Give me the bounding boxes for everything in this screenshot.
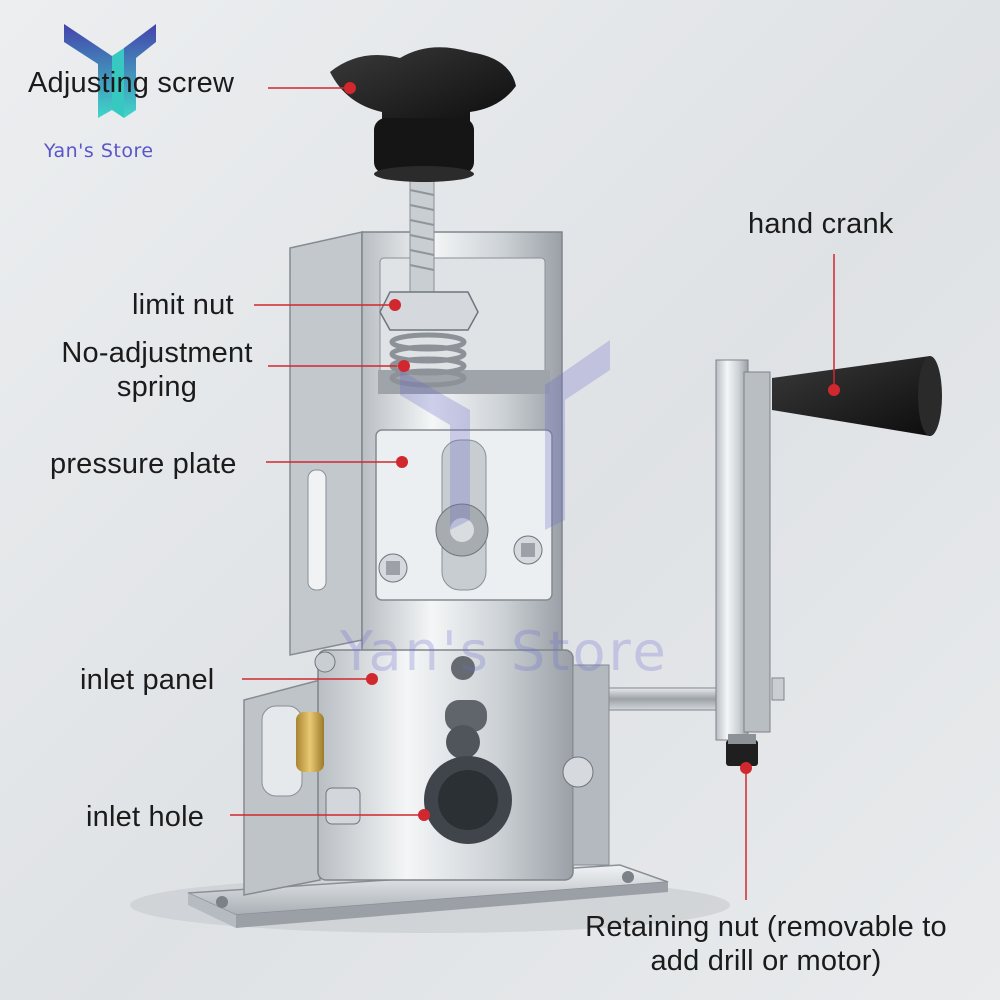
label-retaining-nut: Retaining nut (removable to add drill or… (556, 910, 976, 978)
label-retaining-line2: add drill or motor) (650, 945, 882, 977)
label-pressure-plate: pressure plate (50, 448, 237, 480)
upper-frame-side (289, 231, 363, 656)
brand-name: Yan's Store (44, 140, 154, 162)
label-spring-line2: spring (116, 371, 198, 403)
label-retaining-line1: Retaining nut (removable to (585, 911, 947, 943)
limit-nut-shape (379, 291, 479, 331)
label-hand-crank: hand crank (748, 208, 894, 240)
label-adjusting-screw: Adjusting screw (28, 67, 235, 99)
brand-watermark: Yan's Store (340, 620, 669, 683)
crank-handle (772, 356, 939, 436)
retaining-nut (726, 740, 758, 766)
threaded-screw (409, 159, 435, 301)
label-limit-nut: limit nut (132, 289, 234, 321)
yans-store-logo-icon (64, 24, 156, 118)
label-inlet-hole: inlet hole (86, 801, 205, 833)
label-inlet-panel: inlet panel (80, 664, 215, 696)
label-spring-line1: No-adjustment (61, 337, 253, 369)
crank-arm (715, 359, 749, 741)
label-spring: No-adjustment spring (44, 336, 270, 404)
watermark-logo-icon (400, 340, 610, 530)
adjusting-knob (330, 47, 516, 129)
